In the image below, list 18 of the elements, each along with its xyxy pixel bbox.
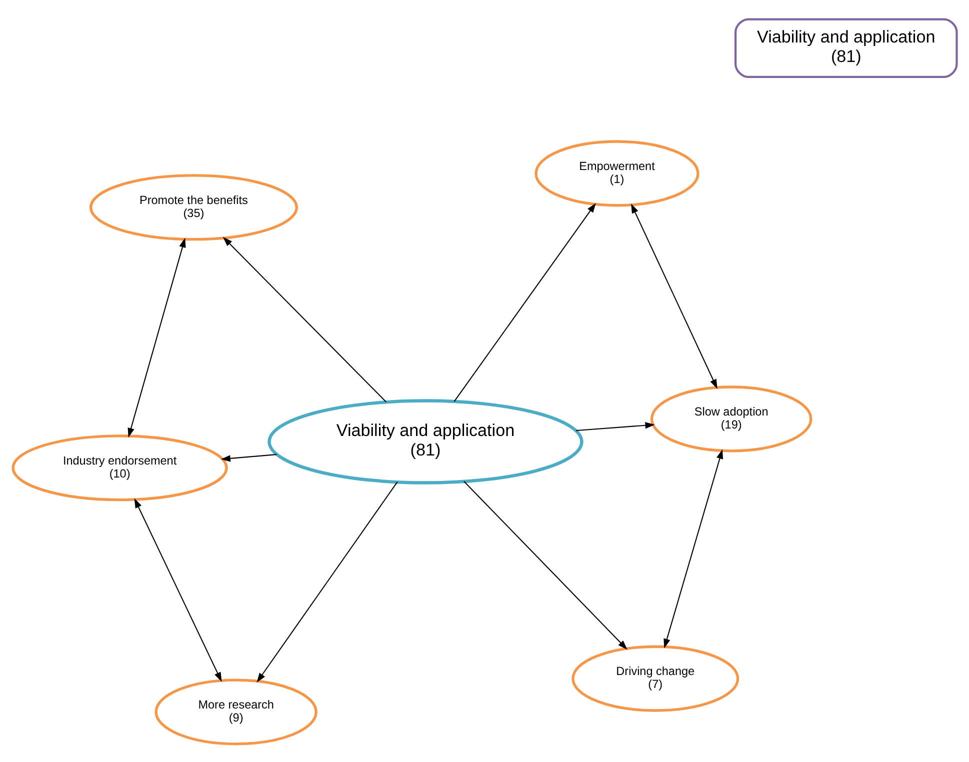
- arrow: [453, 202, 596, 402]
- node-box: Viability and application (81): [734, 18, 958, 78]
- arrow: [127, 237, 186, 438]
- node-ellipse: Driving change (7): [571, 644, 739, 712]
- arrow: [630, 203, 717, 388]
- node-ellipse: Viability and application (81): [267, 398, 583, 484]
- node-ellipse: Empowerment (1): [534, 140, 699, 206]
- node-ellipse: Promote the benefits (35): [88, 174, 298, 240]
- arrow: [576, 422, 654, 431]
- node-ellipse: Slow adoption (19): [650, 385, 812, 452]
- arrow: [256, 481, 398, 682]
- node-ellipse: More research (9): [154, 678, 317, 745]
- node-ellipse: Industry endorsement (10): [11, 434, 228, 501]
- arrow: [134, 498, 222, 682]
- arrow: [463, 480, 627, 650]
- arrow: [663, 448, 722, 648]
- arrow: [220, 453, 276, 462]
- arrow: [222, 236, 386, 402]
